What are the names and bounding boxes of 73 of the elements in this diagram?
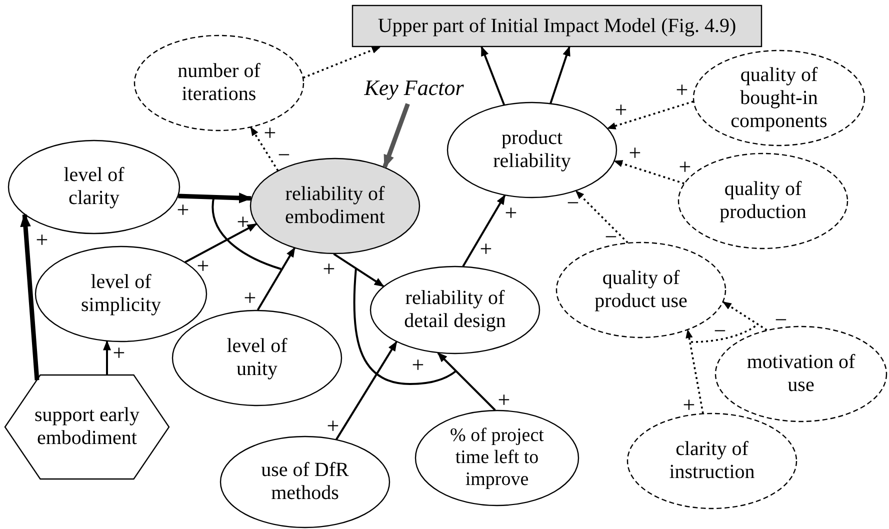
factor-ellipse [556, 242, 726, 338]
factor-ellipse [35, 246, 207, 342]
polarity-sign: + [244, 287, 256, 309]
polarity-sign: + [676, 79, 688, 101]
arrow [686, 329, 704, 414]
factor-label: level of unity [226, 335, 288, 381]
polarity-sign: + [236, 211, 250, 233]
factor-label: Upper part of Initial Impact Model (Fig. 4.9) [378, 14, 736, 38]
polarity-sign: + [628, 142, 642, 164]
arrow [178, 192, 252, 204]
reference-box [352, 5, 762, 47]
factor-ellipse [693, 50, 865, 146]
factor-ellipse [627, 413, 797, 509]
factor-label: reliability of detail design [403, 287, 507, 333]
factor-label: product reliability [492, 127, 572, 173]
factor-label: number of iterations [176, 60, 262, 106]
polarity-sign: + [412, 354, 424, 376]
factor-ellipse [220, 436, 390, 528]
arrow [256, 247, 296, 311]
factor-label: level of clarity [62, 164, 126, 210]
arrow [250, 126, 279, 172]
arrow [184, 223, 258, 264]
factor-label: % of project time left to improve [449, 425, 545, 491]
polarity-sign: − [714, 320, 726, 342]
factor-ellipse [250, 158, 420, 254]
polarity-sign: − [774, 309, 788, 331]
key-factor-label: Key Factor [364, 75, 464, 101]
polarity-sign: − [566, 192, 580, 214]
arrow [103, 340, 111, 376]
factor-label: quality of bought-in components [730, 64, 828, 132]
arrow [480, 46, 505, 106]
polarity-sign: + [504, 202, 518, 224]
polarity-sign: + [682, 394, 696, 416]
arrow [606, 100, 694, 130]
factor-label: clarity of instruction [668, 438, 756, 484]
polarity-sign: + [112, 342, 126, 364]
arrow [462, 194, 506, 267]
polarity-sign: + [176, 199, 190, 221]
factor-label: use of DfR methods [260, 459, 350, 505]
factor-ellipse [370, 266, 540, 354]
arrow [550, 46, 570, 104]
arrow [722, 301, 768, 331]
polarity-sign: + [498, 389, 510, 411]
factor-label: motivation of use [746, 351, 856, 397]
arrow [437, 352, 496, 411]
arrow [336, 341, 398, 440]
factor-ellipse [172, 310, 342, 406]
arrow [302, 46, 381, 79]
polarity-sign: + [322, 258, 336, 280]
factor-label: reliability of embodiment [284, 183, 386, 229]
factor-ellipse [715, 326, 887, 422]
polarity-sign: + [480, 238, 492, 260]
arrow [382, 103, 410, 168]
measure-hexagon [5, 375, 169, 479]
polarity-sign: − [604, 226, 618, 248]
polarity-sign: + [678, 156, 692, 178]
factor-ellipse [447, 102, 617, 198]
arrow [333, 253, 384, 288]
factor-label: quality of product use [594, 267, 688, 313]
factor-ellipse [678, 153, 848, 249]
polarity-sign: − [278, 144, 290, 166]
factor-ellipse [415, 410, 579, 506]
factor-label: quality of production [718, 178, 808, 224]
polarity-sign: + [196, 255, 210, 277]
arrow [614, 160, 684, 184]
polarity-sign: + [264, 122, 276, 144]
arrow [575, 190, 628, 244]
polarity-sign: + [326, 415, 340, 437]
polarity-sign: + [614, 99, 628, 121]
factor-label: level of simplicity [80, 271, 162, 317]
polarity-sign: + [36, 229, 48, 251]
arrow [20, 213, 40, 380]
factor-label: support early embodiment [34, 404, 140, 450]
